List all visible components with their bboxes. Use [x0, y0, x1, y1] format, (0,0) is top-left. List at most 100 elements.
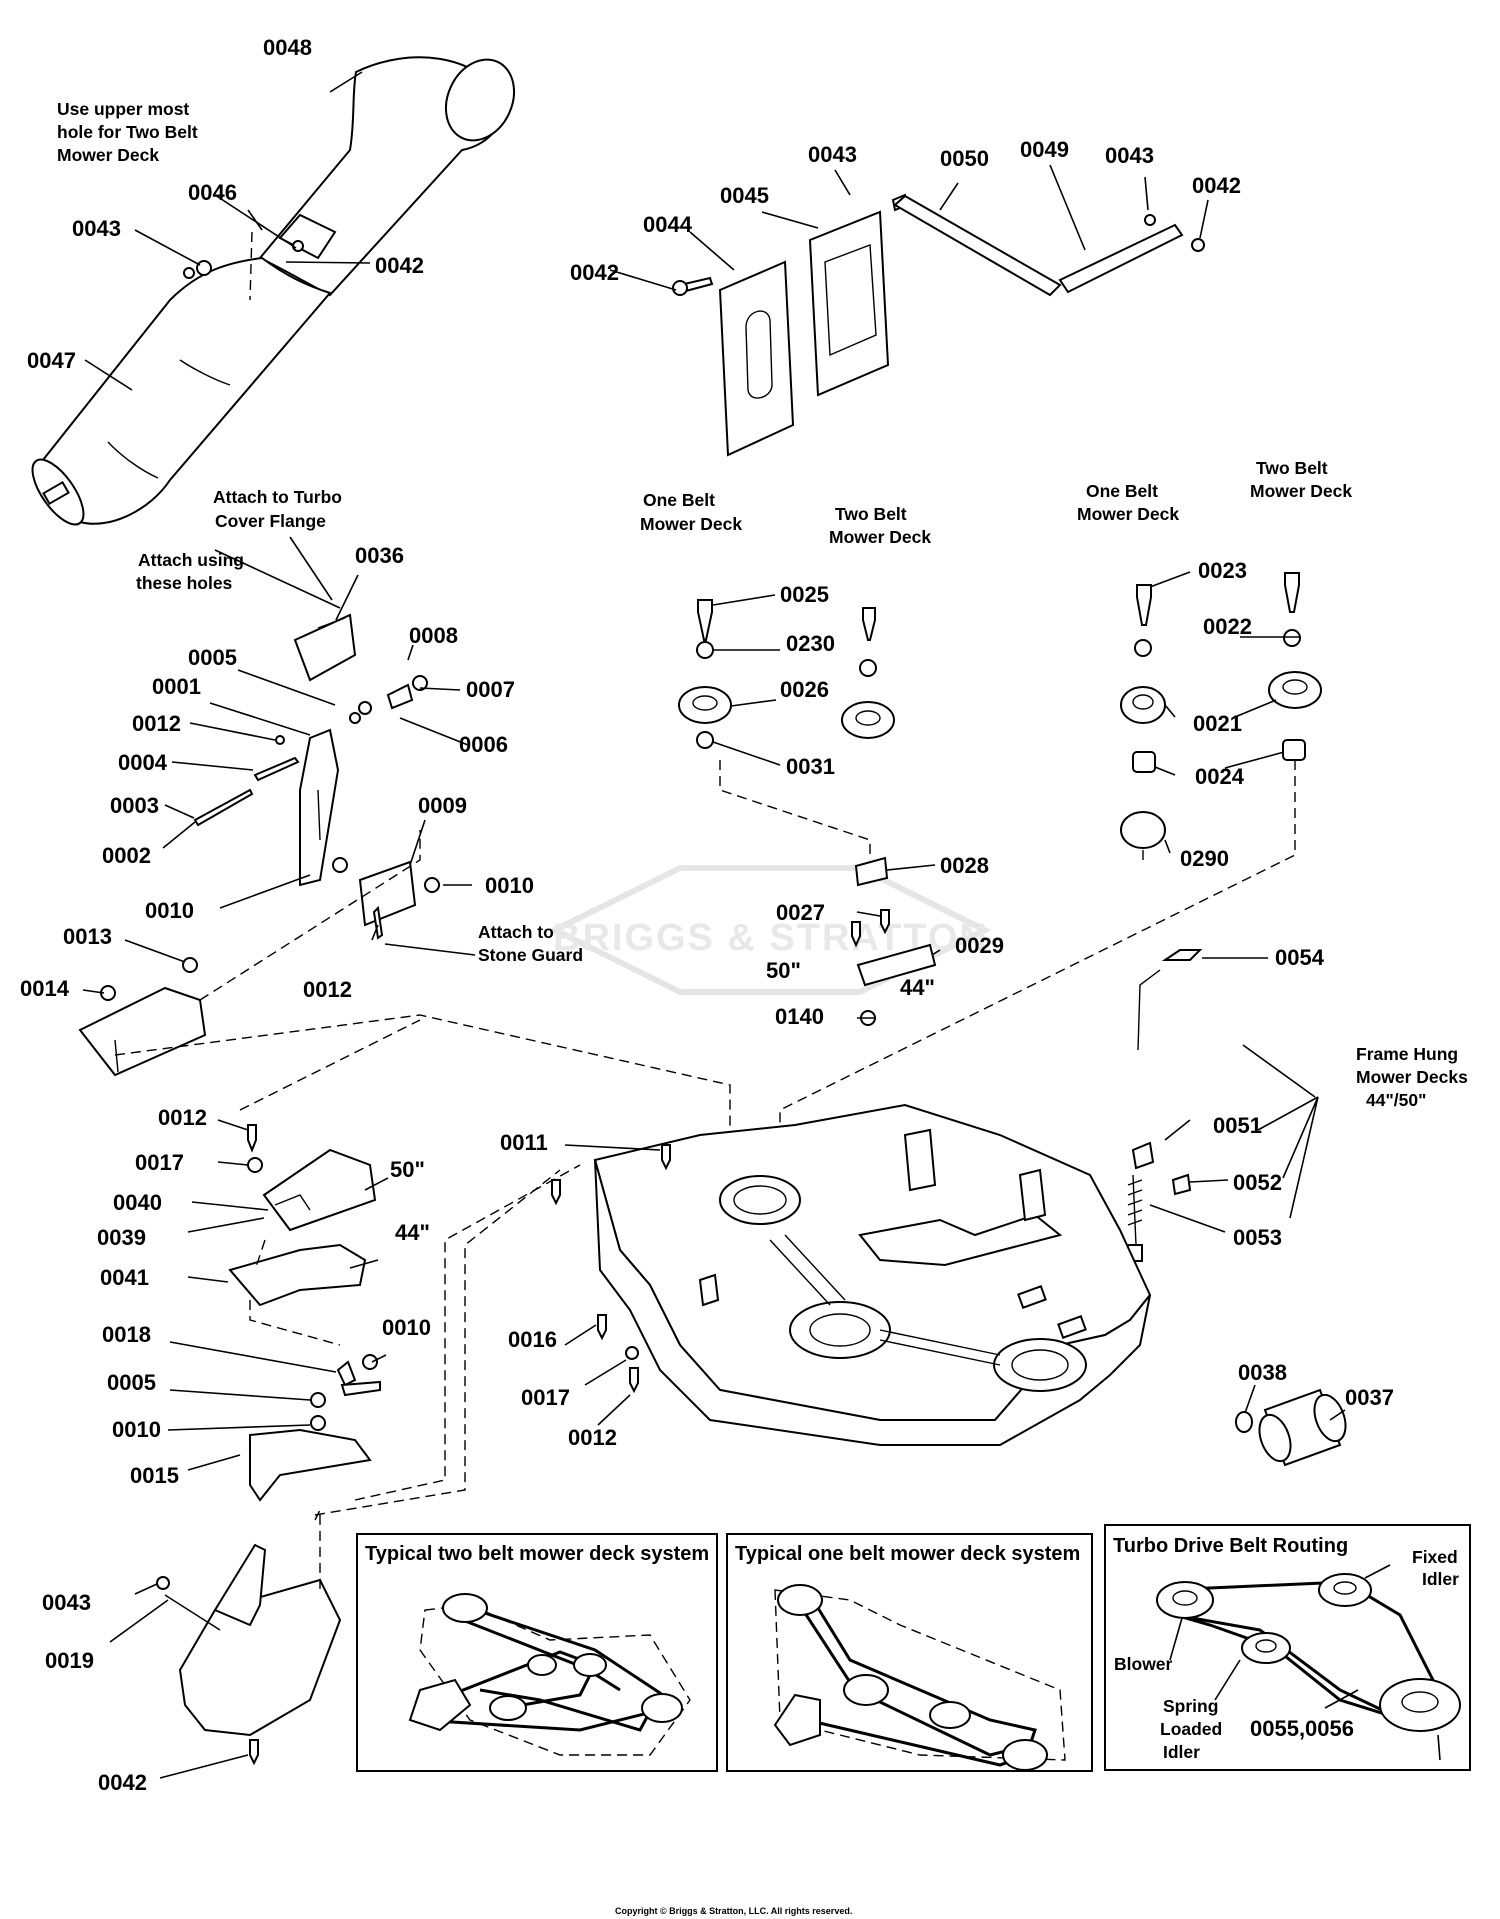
callout-0290: 0290 — [1180, 846, 1229, 871]
bracket-assembly-drawing — [78, 613, 440, 1077]
callout-0005-guard: 0005 — [107, 1370, 156, 1395]
callout-0047: 0047 — [27, 348, 76, 373]
turbo-cover-drawing — [156, 1543, 342, 1766]
note-frame-hung-1: Frame Hung — [1356, 1044, 1458, 1064]
callout-0016: 0016 — [508, 1327, 557, 1352]
callout-0054: 0054 — [1275, 945, 1325, 970]
spring-idler-label-1: Spring — [1163, 1696, 1218, 1716]
callout-0010-bracket-right: 0010 — [485, 873, 534, 898]
callout-0012-bracket: 0012 — [132, 711, 181, 736]
callout-0017-guard: 0017 — [135, 1150, 184, 1175]
callout-0042-chute: 0042 — [375, 253, 424, 278]
callout-0010-guard-right: 0010 — [382, 1315, 431, 1340]
note-two-belt-right-1: Two Belt — [1256, 458, 1328, 478]
callout-0043-turbo: 0043 — [42, 1590, 91, 1615]
callout-0042-rod: 0042 — [1192, 173, 1241, 198]
callout-0038: 0038 — [1238, 1360, 1287, 1385]
callout-0050: 0050 — [940, 146, 989, 171]
discharge-chute-drawing — [31, 56, 516, 526]
callout-0006: 0006 — [459, 732, 508, 757]
callout-0004: 0004 — [118, 750, 168, 775]
note-stone-guard-1: Attach to — [478, 922, 554, 942]
callout-0009: 0009 — [418, 793, 467, 818]
spring-idler-label-3: Idler — [1163, 1742, 1200, 1762]
callout-0043-chute: 0043 — [72, 216, 121, 241]
belt-parts-label: 0055,0056 — [1250, 1716, 1354, 1741]
inset-turbo-routing: Turbo Drive Belt Routing Fixed Idler Blo… — [1104, 1524, 1471, 1771]
frame-hung-parts-drawing — [1127, 949, 1203, 1262]
spring-idler-label-2: Loaded — [1160, 1719, 1222, 1739]
callout-0011: 0011 — [500, 1130, 548, 1155]
callout-0007: 0007 — [466, 677, 515, 702]
size-50-guard: 50" — [390, 1157, 425, 1182]
callout-0051: 0051 — [1213, 1113, 1262, 1138]
fixed-idler-label-2: Idler — [1422, 1569, 1459, 1589]
callout-0043-plate: 0043 — [808, 142, 857, 167]
callout-0001: 0001 — [152, 674, 201, 699]
callout-0028: 0028 — [940, 853, 989, 878]
callout-0017-deck: 0017 — [521, 1385, 570, 1410]
note-attach-holes-1: Attach using — [138, 550, 244, 570]
callout-0026: 0026 — [780, 677, 829, 702]
note-two-belt-left-1: Two Belt — [835, 504, 907, 524]
callout-0008: 0008 — [409, 623, 458, 648]
callout-0044: 0044 — [643, 212, 693, 237]
callout-0036: 0036 — [355, 543, 404, 568]
inset-one-belt-title: Typical one belt mower deck system — [735, 1543, 1080, 1565]
stone-guard-drawing — [228, 1124, 381, 1502]
inset-two-belt: Typical two belt mower deck system — [356, 1533, 718, 1772]
notes: Use upper most hole for Two Belt Mower D… — [57, 99, 1468, 1110]
note-two-belt-left-2: Mower Deck — [829, 527, 931, 547]
baffle-plates-drawing — [672, 193, 1205, 457]
callout-0018: 0018 — [102, 1322, 151, 1347]
callout-0039: 0039 — [97, 1225, 146, 1250]
callout-0140: 0140 — [775, 1004, 824, 1029]
note-turbo-flange-1: Attach to Turbo — [213, 487, 342, 507]
callout-0021: 0021 — [1193, 711, 1242, 736]
note-attach-holes-2: these holes — [136, 573, 233, 593]
callout-0042-turbo: 0042 — [98, 1770, 147, 1795]
size-44-center: 44" — [900, 975, 935, 1000]
callout-0012-guard: 0012 — [158, 1105, 207, 1130]
size-44-guard: 44" — [395, 1220, 430, 1245]
callout-0041: 0041 — [100, 1265, 149, 1290]
leader-lines — [82, 71, 1346, 1779]
callout-0012-deck: 0012 — [568, 1425, 617, 1450]
note-turbo-flange-2: Cover Flange — [215, 511, 326, 531]
blower-label: Blower — [1114, 1654, 1173, 1674]
note-frame-hung-2: Mower Decks — [1356, 1067, 1468, 1087]
callout-0019: 0019 — [45, 1648, 94, 1673]
callout-0048: 0048 — [263, 35, 312, 60]
callout-0049: 0049 — [1020, 137, 1069, 162]
callout-0010-bracket-left: 0010 — [145, 898, 194, 923]
note-upper-hole-3: Mower Deck — [57, 145, 159, 165]
mower-deck-drawing — [551, 1103, 1152, 1446]
note-one-belt-left-2: Mower Deck — [640, 514, 742, 534]
inset-one-belt: Typical one belt mower deck system — [726, 1533, 1093, 1772]
callout-0022: 0022 — [1203, 614, 1252, 639]
callout-0013: 0013 — [63, 924, 112, 949]
note-one-belt-right-1: One Belt — [1086, 481, 1158, 501]
callout-0014: 0014 — [20, 976, 70, 1001]
callout-0053: 0053 — [1233, 1225, 1282, 1250]
callout-0031: 0031 — [786, 754, 835, 779]
callout-0024: 0024 — [1195, 764, 1245, 789]
assembly-lines — [114, 760, 1296, 1590]
callout-0003: 0003 — [110, 793, 159, 818]
callout-0010-guard-left: 0010 — [112, 1417, 161, 1442]
note-upper-hole-2: hole for Two Belt — [57, 122, 198, 142]
part-callouts: 0048 0046 0043 0042 0047 0043 0045 0044 … — [20, 35, 1394, 1795]
callout-0045: 0045 — [720, 183, 769, 208]
callout-0037: 0037 — [1345, 1385, 1394, 1410]
callout-0040: 0040 — [113, 1190, 162, 1215]
callout-0012-stone: 0012 — [303, 977, 352, 1002]
note-frame-hung-3: 44"/50" — [1366, 1090, 1426, 1110]
note-upper-hole-1: Use upper most — [57, 99, 189, 119]
callout-0043-rod: 0043 — [1105, 143, 1154, 168]
callout-0025: 0025 — [780, 582, 829, 607]
two-belt-pulley-stack-drawing — [1120, 572, 1322, 849]
callout-0230: 0230 — [786, 631, 835, 656]
callout-0005-bracket: 0005 — [188, 645, 237, 670]
size-50-center: 50" — [766, 958, 801, 983]
